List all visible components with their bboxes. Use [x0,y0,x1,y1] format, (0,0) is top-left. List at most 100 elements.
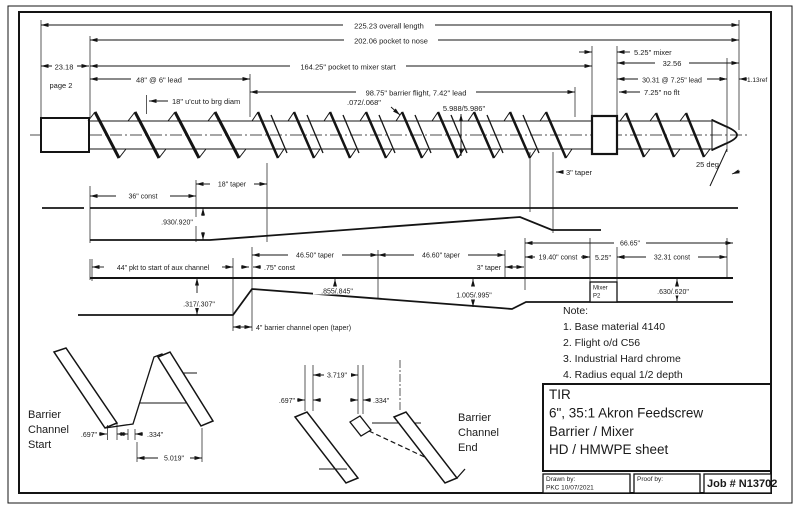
dim-text-6665: 66.65" [620,241,641,248]
title-line3: Barrier / Mixer [549,424,634,439]
dim-depth630: .630/.620" [651,279,695,301]
dim-text-const1940: 19.40" const [539,255,578,262]
mixer-box-line2: P2 [593,294,601,300]
dim-depth930: .930/.920" [152,208,206,240]
dim-text-depth855: .855/.845" [321,289,353,296]
mixer-block [590,114,619,156]
mixer-p2-box [589,281,618,303]
text-bg [638,74,707,84]
dim-text-taper4650: 46.50" taper [296,253,335,260]
root-profile [90,216,601,241]
dim-open4: 4" barrier channel open (taper) [233,324,351,332]
next-flight-band [392,411,459,484]
title-block: TIR 6", 35:1 Akron Feedscrew Barrier / M… [542,383,777,494]
dim-text-feed-lead: 48" @ 6" lead [136,76,182,85]
dim-taper3-screw: 3" taper [556,168,593,177]
dim-text-nose-angle: 25 deg [696,160,719,169]
dim-pocket-to-nose: 202.06 pocket to nose [90,35,739,46]
feed-flights [93,111,241,159]
text-bg [655,58,689,67]
metering-flight-notches [619,112,711,158]
dim-mixer-length: 5.25" mixer [579,48,672,57]
dim-taper4660: 46.60" taper [378,250,505,260]
channel-hump-profile [104,353,172,429]
dim-meter-lead: 30.31 @ 7.25" lead [617,74,727,85]
dim-text-od: 5.988/5.986" [443,104,486,113]
dim-arrow [731,169,741,175]
low-profile-band: Mixer P2 44" pkt to start of aux channel… [78,238,733,332]
angle-line [709,148,728,187]
dim-end-334: .334" [350,397,390,405]
dim-end-3719: 3.719" [313,370,358,380]
title-line1: TIR [549,387,571,402]
text-bg [116,191,170,200]
dim-text-const36: 36" const [129,194,158,201]
dim-const75: .75" const [241,264,295,272]
dim-text-ucut: 18" u'cut to brg diam [172,97,240,106]
text-bg [646,252,698,261]
dim-text-taper3-screw: 3" taper [566,168,593,177]
text-bg [313,286,361,295]
start-label-3: Start [28,439,51,451]
mid-profile-band: 36" const 18" taper .930/.920" [42,179,738,241]
dim-text-barrier-flight: 98.75" barrier flight, 7.42" lead [366,89,467,98]
dim-text-taper3-low: 3" taper [477,265,502,272]
top-dimensions: 225.23 overall length 202.06 pocket to n… [41,20,767,187]
dim-overall-length: 225.23 overall length [41,20,739,31]
dim-barrier-flight: 98.75" barrier flight, 7.42" lead [250,87,575,98]
dim-start-5019: 5.019" [136,428,203,463]
dim-taper3-low: 3" taper [477,264,524,272]
text-bg [356,87,476,97]
text-bg [152,217,201,226]
dim-clearance: .072/.068" [347,98,401,116]
text-bg [158,453,190,462]
dim-text-clearance: .072/.068" [347,98,381,107]
proof-by-label: Proof by: [637,476,663,483]
text-bg [614,238,646,247]
dim-text-3256: 32.56 [663,59,682,68]
main-flight-band [293,411,360,484]
dim-text-const3231: 32.31 const [654,255,690,262]
dim-text-start-5019: 5.019" [164,456,185,463]
detail-barrier-channel-end: Barrier Channel End 3.719" .697" .334" [279,360,499,484]
mixer-box-line1: Mixer [593,286,608,292]
dim-pkt44: 44" pkt to start of aux channel [92,264,233,272]
note-item-4: 4. Radius equal 1/2 depth [563,369,683,381]
dim-depth855: .855/.845" [313,279,361,296]
dim-text-depth930: .930/.920" [161,220,193,227]
dim-taper4650: 46.50" taper [252,250,378,260]
metering-flights [624,112,706,158]
title-line2: 6", 35:1 Akron Feedscrew [549,406,703,421]
text-bg [290,61,406,71]
text-bg [651,287,695,296]
job-number: Job # N13702 [707,478,777,490]
next-flight-band [156,351,215,427]
drawn-by-box [542,473,631,494]
sheet-border [7,5,793,504]
dim-text-meter-lead: 30.31 @ 7.25" lead [642,78,702,85]
dim-end-697: .697" [279,397,321,405]
drawn-by-value: PKC 10/07/2021 [546,485,594,492]
dim-mixer-to-nose: 32.56 [617,58,739,68]
text-bg [449,290,499,299]
text-bg [52,61,77,70]
dim-feed-lead: 48" @ 6" lead [90,74,250,85]
outer-border [7,5,793,504]
job-number-box [703,473,772,494]
proof-by-box [633,473,701,494]
dim-text-start-334: .334" [147,432,164,439]
leader-arrow [390,106,401,116]
title-line4: HD / HMWPE sheet [549,442,669,457]
dim-text-overall: 225.23 overall length [354,22,424,31]
text-bg [324,370,351,379]
band-tail [456,468,466,479]
start-label-1: Barrier [28,409,61,421]
note-item-1: 1. Base material 4140 [563,321,665,333]
dim-text-depth317: .317/.307" [183,302,215,309]
dim-text-pocket-mixer: 164.25" pocket to mixer start [300,63,396,72]
text-bg [174,299,224,308]
dim-start-334: .334" [120,431,164,439]
dim-taper18: 18" taper [196,179,267,189]
